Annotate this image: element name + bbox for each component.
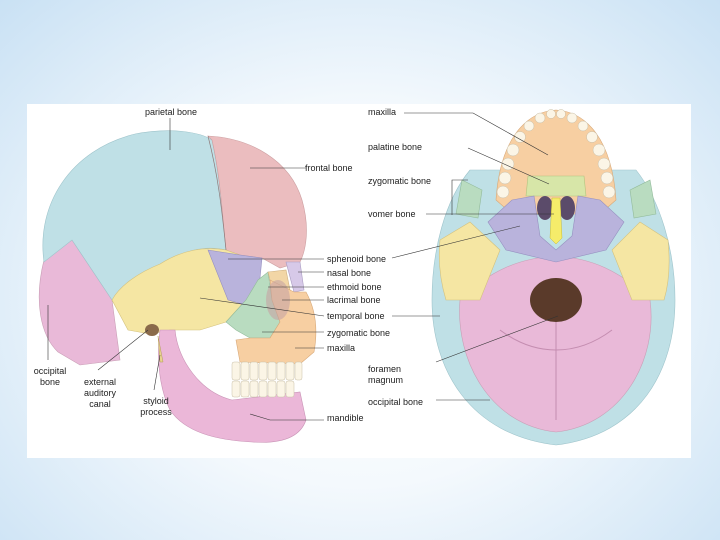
frontal-region	[207, 135, 307, 269]
label-eac-line-2: auditory	[83, 388, 117, 398]
mandible-region-lateral	[158, 329, 307, 443]
label-lacrimal-bone: lacrimal bone	[327, 295, 381, 305]
label-styloid-process: styloid process	[134, 396, 178, 418]
label-foramen-magnum: foramen magnum	[368, 364, 403, 386]
occipital-crest	[499, 322, 613, 420]
label-palatine-bone: palatine bone	[368, 142, 423, 152]
temporal-region	[111, 248, 247, 335]
label-ethmoid-bone: ethmoid bone	[327, 282, 382, 292]
maxilla-region-lateral	[235, 279, 317, 365]
leader-lines	[47, 112, 559, 421]
label-mandible: mandible	[327, 413, 364, 423]
label-temporal-bone: temporal bone	[327, 311, 385, 321]
label-parietal-bone: parietal bone	[145, 107, 198, 117]
temporal-region-right-inferior	[611, 221, 670, 301]
label-foramen-line-2: magnum	[368, 375, 404, 385]
sphenoid-region-inferior	[487, 195, 625, 263]
label-eac-line-1: external	[83, 377, 117, 387]
zygomatic-region-left-inferior	[455, 179, 483, 219]
label-external-auditory-canal: external auditory canal	[78, 377, 122, 410]
label-occipital-bone-inferior: occipital bone	[368, 397, 424, 407]
label-occipital-line-1: occipital	[33, 366, 67, 376]
occipital-region-inferior	[459, 255, 652, 433]
occipital-region-lateral	[38, 239, 121, 366]
temporal-region-left-inferior	[438, 221, 501, 301]
label-foramen-line-1: foramen	[368, 364, 402, 374]
zygomatic-region-right-inferior	[629, 179, 657, 219]
label-frontal-bone: frontal bone	[305, 163, 353, 173]
styloid-process-shape	[157, 335, 164, 363]
label-nasal-bone: nasal bone	[327, 268, 372, 278]
vomer-region	[549, 197, 563, 245]
label-sphenoid-bone: sphenoid bone	[327, 254, 387, 264]
teeth-lateral	[231, 361, 303, 398]
nasal-region-lateral	[285, 261, 305, 293]
label-maxilla-lateral: maxilla	[327, 343, 356, 353]
label-occipital-line-2: bone	[39, 377, 61, 387]
coronal-suture	[207, 135, 227, 251]
label-maxilla-inferior: maxilla	[368, 107, 397, 117]
inferior-skull-view	[431, 109, 676, 446]
label-occipital-bone-lateral: occipital bone	[30, 366, 70, 388]
teeth-inferior	[496, 109, 616, 199]
label-zygomatic-bone-inferior: zygomatic bone	[368, 176, 432, 186]
foramen-magnum-hole	[530, 278, 582, 322]
label-zygomatic-bone-lateral: zygomatic bone	[327, 328, 391, 338]
auditory-canal-hole	[145, 324, 159, 336]
palatine-region	[525, 175, 587, 197]
label-styloid-line-2: process	[140, 407, 172, 417]
label-vomer-bone: vomer bone	[368, 209, 416, 219]
lateral-skull-view	[38, 130, 317, 443]
label-eac-line-3: canal	[89, 399, 111, 409]
choana-left	[537, 196, 553, 220]
label-styloid-line-1: styloid	[143, 396, 169, 406]
choana-right	[559, 196, 575, 220]
